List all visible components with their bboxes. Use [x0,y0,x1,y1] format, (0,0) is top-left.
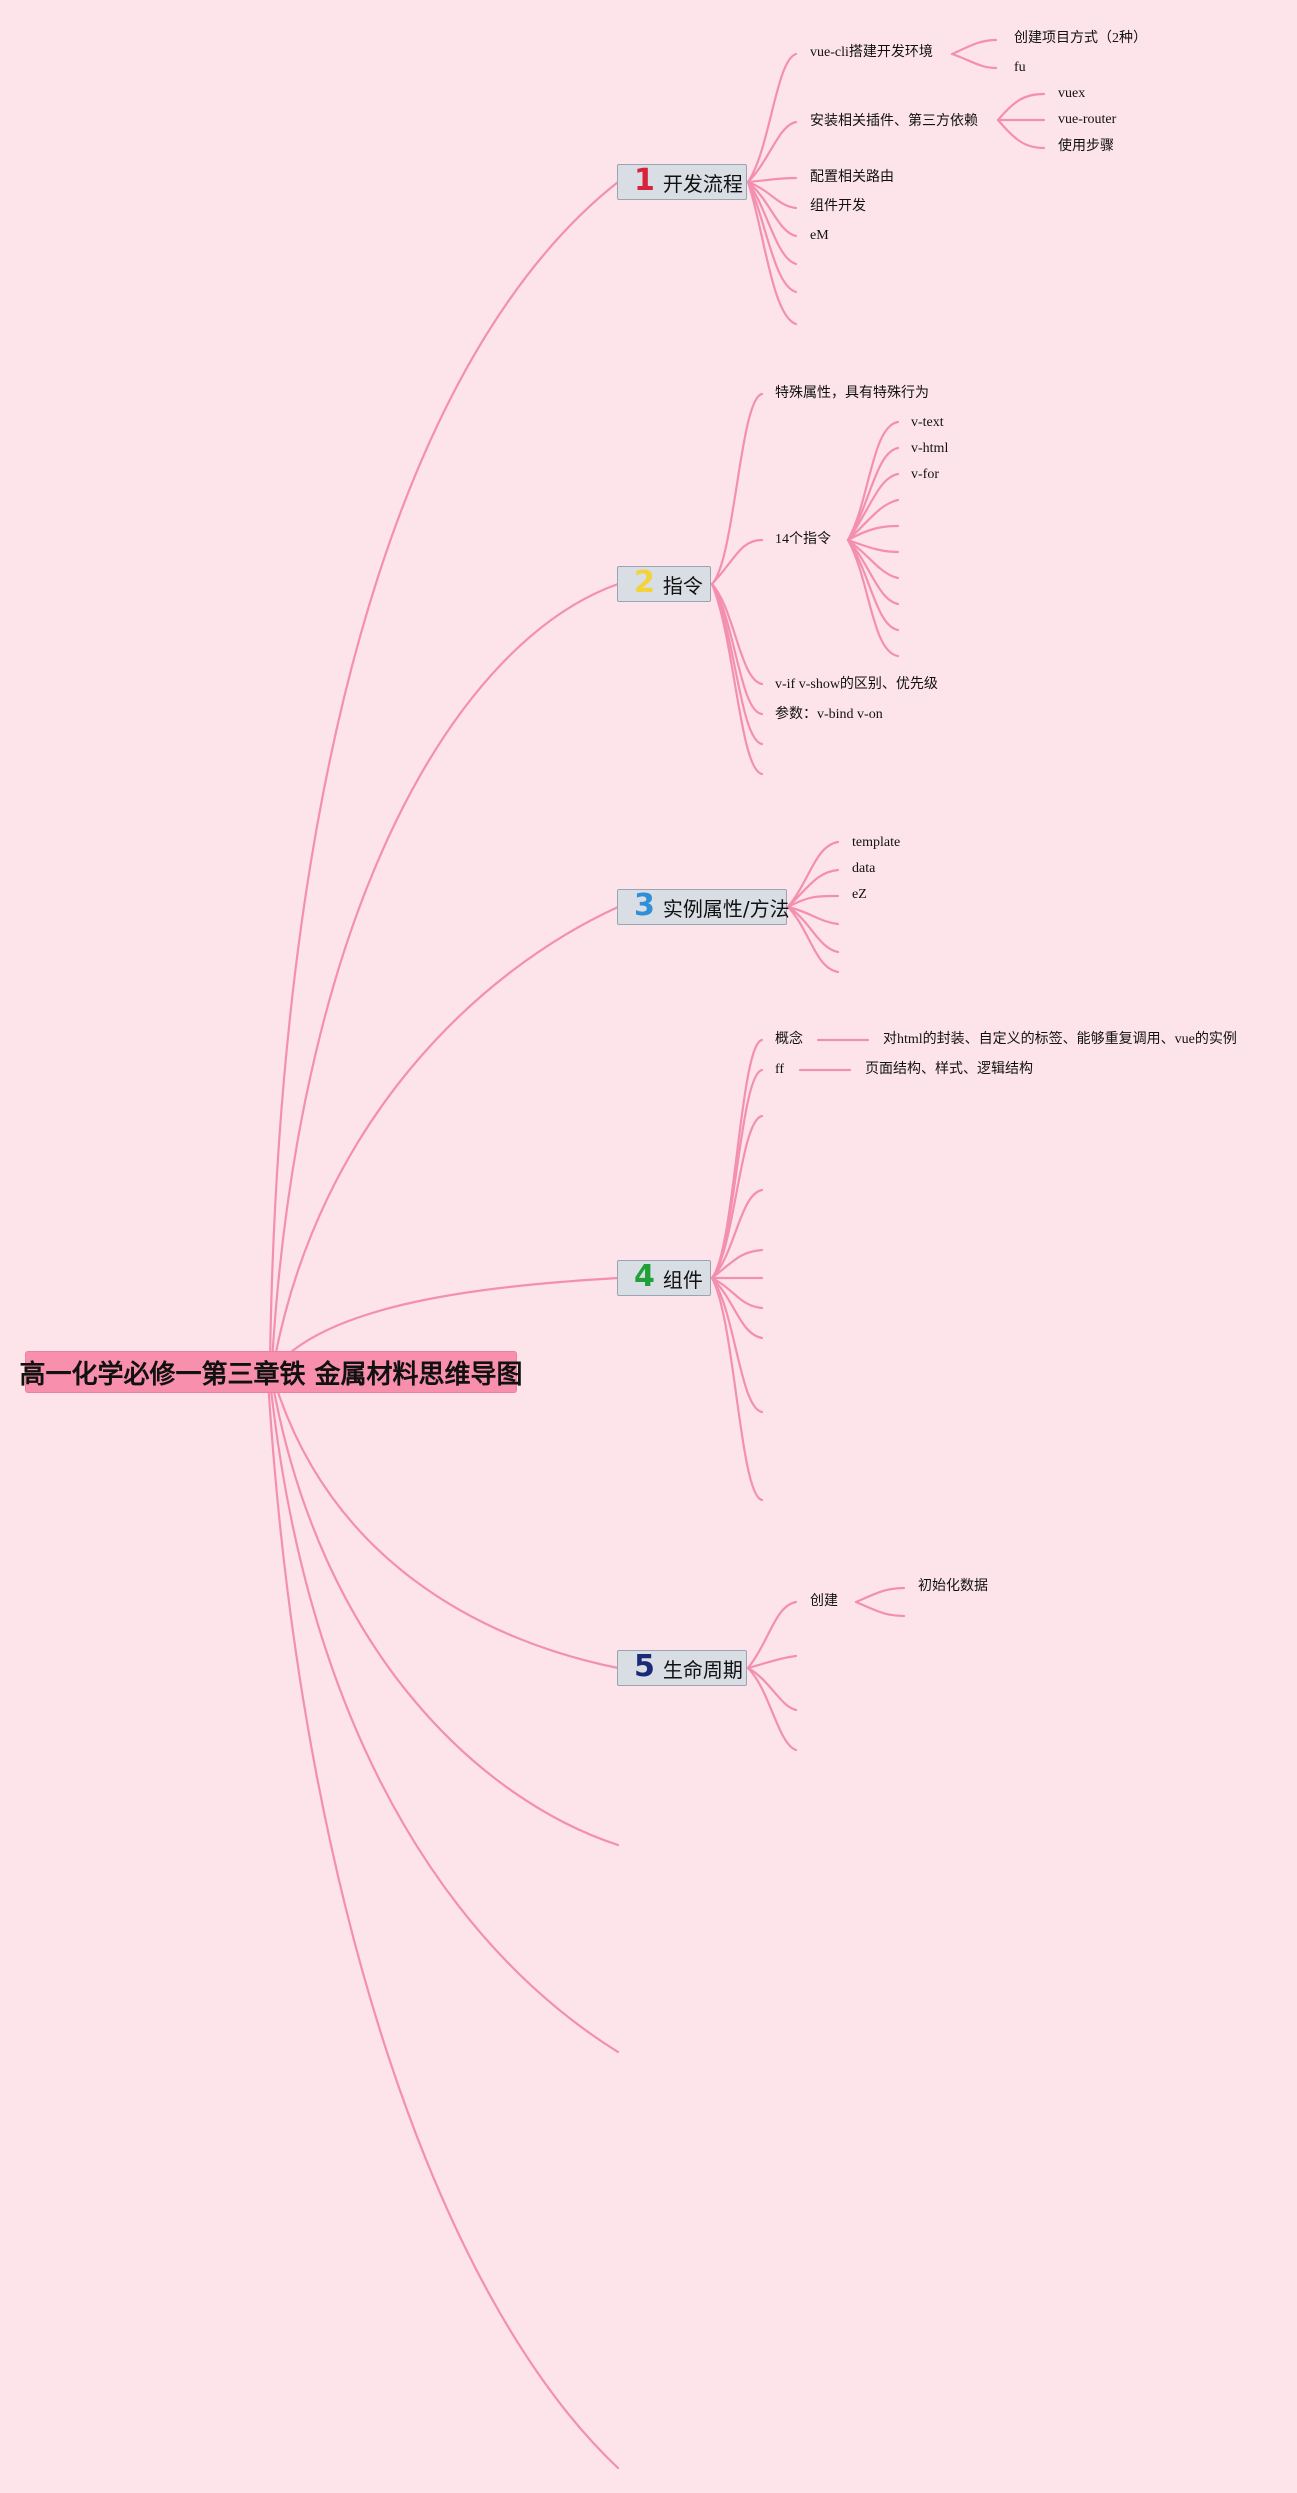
link-t5-e1 [746,1654,798,1670]
subtopic[interactable]: 配置相关路由 [810,170,894,185]
subtopic[interactable]: 安装相关插件、第三方依赖 [810,114,978,129]
subtopic[interactable]: 概念 [775,1032,803,1047]
subtopic[interactable]: 创建 [810,1594,838,1609]
link-t4-e1 [710,1114,764,1280]
link-t1-e3 [746,180,798,326]
subtopic[interactable]: data [852,861,876,876]
link-t2-c2h [846,538,900,606]
link-t5-c1a [854,1586,906,1604]
topic-5[interactable]: 5 生命周期 [617,1650,747,1686]
link-t4-e3 [710,1248,764,1280]
link-t5-e3 [746,1666,798,1752]
subtopic[interactable]: vue-cli搭建开发环境 [810,45,933,60]
link-t1-e2 [746,180,798,294]
link-t4-e8 [710,1276,764,1502]
link-t2-c2 [710,538,764,586]
number-3-icon: 3 [634,888,655,923]
link-t1-c5 [746,180,798,238]
subtopic[interactable]: fu [1014,60,1026,75]
subtopic[interactable]: 对html的封装、自定义的标签、能够重复调用、vue的实例 [883,1032,1237,1047]
link-t2-c4 [710,582,764,716]
link-t3-c3 [786,894,840,909]
link-root-topic5 [272,1378,620,1670]
link-t1-c1a [950,38,998,56]
link-t5-e2 [746,1666,798,1712]
link-t1-c2 [746,120,798,184]
link-t4-e6 [710,1276,764,1340]
topic-3[interactable]: 3 实例属性/方法 [617,888,790,925]
link-t5-c1 [746,1600,798,1670]
root-topic[interactable]: 高一化学必修一第三章铁 金属材料思维导图 [19,1351,523,1393]
topic-2[interactable]: 2 指令 [617,566,711,602]
subtopic[interactable]: vue-router [1058,112,1117,127]
subtopic[interactable]: 使用步骤 [1058,139,1114,154]
link-root-topic4 [278,1276,620,1364]
number-2-icon: 2 [634,565,655,600]
link-t2-c1 [710,392,764,586]
link-t2-c2b [846,446,900,542]
link-t1-c2a [996,92,1046,122]
link-t4-e5 [710,1276,764,1310]
link-t2-e2 [710,582,764,776]
link-t3-e3 [786,905,840,974]
link-t2-c2g [846,538,900,580]
link-t1-c3 [746,176,798,184]
link-root-empty1 [270,1378,620,1847]
link-t2-c2i [846,538,900,632]
link-t2-c2f [846,538,900,554]
link-t1-c4 [746,180,798,210]
link-t3-c1 [786,840,840,909]
subtopic[interactable]: ff [775,1062,785,1077]
link-t5-c1b [854,1600,906,1618]
link-root-topic1 [268,180,620,1364]
link-root-empty3 [266,1378,620,2470]
link-t1-e1 [746,180,798,266]
link-t2-c2e [846,524,900,542]
subtopic[interactable]: v-for [911,467,939,482]
number-5-icon: 5 [634,1649,655,1684]
link-t1-c1 [746,52,798,184]
topic-4[interactable]: 4 组件 [617,1260,711,1296]
link-root-topic3 [272,905,620,1364]
subtopic[interactable]: 参数：v-bind v-on [775,707,883,722]
link-t2-c3 [710,582,764,686]
link-t3-e1 [786,905,840,926]
link-root-topic2 [270,582,620,1364]
topic-label: 生命周期 [662,1657,743,1682]
topic-label: 实例属性/方法 [662,896,790,921]
subtopic[interactable]: v-if v-show的区别、优先级 [775,677,938,692]
topic-1[interactable]: 1 开发流程 [617,164,747,200]
link-t1-c2c [996,118,1046,150]
topic-label: 开发流程 [662,171,743,196]
subtopic[interactable]: 14个指令 [775,532,831,547]
link-t4-e7 [710,1276,764,1414]
mindmap-links [266,38,1046,2470]
subtopic[interactable]: 创建项目方式（2种） [1014,31,1147,46]
link-t3-e2 [786,905,840,954]
link-t3-c2 [786,868,840,909]
subtopic[interactable]: 组件开发 [810,199,866,214]
number-4-icon: 4 [634,1259,655,1294]
subtopic[interactable]: eZ [852,887,867,902]
link-root-empty2 [268,1378,620,2054]
link-t4-c2 [710,1068,764,1280]
number-1-icon: 1 [634,163,655,198]
subtopic[interactable]: 页面结构、样式、逻辑结构 [865,1062,1033,1077]
link-t2-c2d [846,498,900,542]
subtopic[interactable]: v-html [911,441,949,456]
link-t4-c1 [710,1038,764,1280]
link-t2-c2j [846,538,900,658]
subtopic[interactable]: vuex [1058,86,1086,101]
subtopic[interactable]: v-text [911,415,944,430]
link-t1-c1b [950,52,998,70]
subtopic[interactable]: 特殊属性，具有特殊行为 [775,386,929,401]
subtopic[interactable]: eM [810,228,829,243]
topic-label: 组件 [662,1267,703,1292]
link-t2-c2c [846,472,900,542]
subtopic[interactable]: 初始化数据 [918,1579,988,1594]
link-t4-e2 [710,1188,764,1280]
topic-label: 指令 [662,573,703,598]
subtopic[interactable]: template [852,835,901,850]
